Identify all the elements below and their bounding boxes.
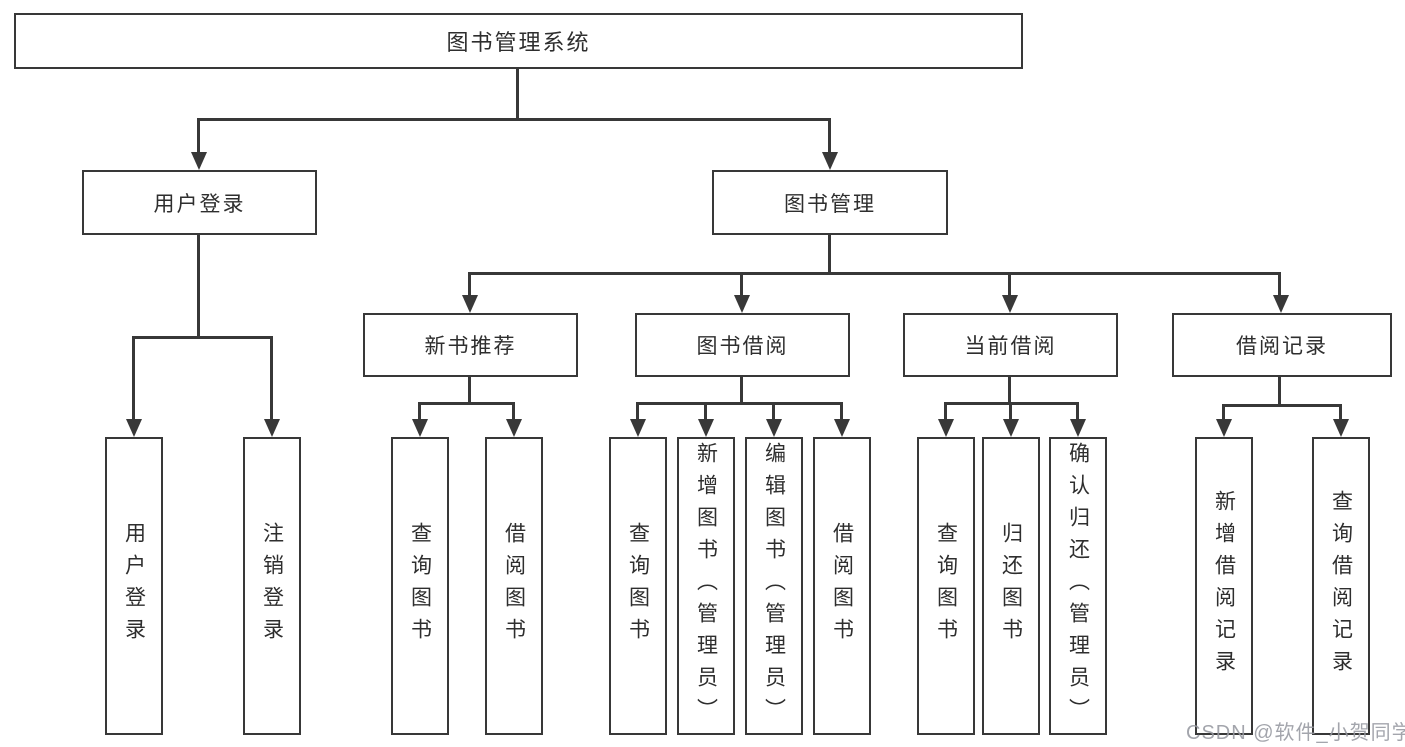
connector-drop-br-query (1339, 404, 1342, 420)
arrowhead-new-book-recommend (462, 295, 478, 313)
leaf-cb-return-books-label: 归还图书 (999, 522, 1023, 650)
leaf-bb-edit-books-admin-label: 编辑图书（管理员） (762, 442, 786, 730)
node-book-borrow-label: 图书借阅 (696, 335, 789, 358)
connector-drop-user-login (197, 118, 200, 154)
connector-drop-nbr-query (418, 402, 421, 420)
leaf-bb-query-books-label: 查询图书 (626, 522, 650, 650)
leaf-user-login-label: 用户登录 (122, 522, 146, 650)
leaf-logout-label: 注销登录 (260, 522, 284, 650)
connector-bb-stem (740, 377, 743, 405)
connector-nbr-stem (468, 377, 471, 405)
leaf-bb-add-books-admin: 新增图书（管理员） (677, 437, 735, 735)
node-current-borrow-label: 当前借阅 (964, 335, 1057, 358)
leaf-br-add-record: 新增借阅记录 (1195, 437, 1253, 735)
connector-br-bar (1222, 404, 1341, 407)
node-user-login: 用户登录 (82, 170, 317, 235)
connector-root-bar (197, 118, 831, 121)
arrowhead-user-login (191, 152, 207, 170)
connector-cb-stem (1008, 377, 1011, 405)
connector-bb-bar (636, 402, 842, 405)
node-borrow-records-label: 借阅记录 (1236, 335, 1328, 358)
leaf-bb-query-books: 查询图书 (609, 437, 667, 735)
connector-br-stem (1278, 377, 1281, 407)
arrowhead-book-management (822, 152, 838, 170)
connector-drop-book-borrow (740, 272, 743, 298)
arrowhead-cb-return (1003, 419, 1019, 437)
connector-drop-login (132, 336, 135, 420)
connector-drop-cb-query (944, 402, 947, 420)
leaf-cb-confirm-return-admin-label: 确认归还（管理员） (1066, 442, 1090, 730)
connector-nbr-bar (418, 402, 514, 405)
csdn-watermark: CSDN @软件_小贺同学 (1186, 722, 1405, 744)
arrowhead-bb-query (630, 419, 646, 437)
leaf-bb-add-books-admin-label: 新增图书（管理员） (694, 442, 718, 730)
node-user-login-label: 用户登录 (153, 192, 246, 216)
connector-book-management-stem (828, 235, 831, 275)
arrowhead-br-add (1216, 419, 1232, 437)
leaf-bb-borrow-books-label: 借阅图书 (830, 522, 854, 650)
connector-drop-bb-borrow (840, 402, 843, 420)
leaf-bb-edit-books-admin: 编辑图书（管理员） (745, 437, 803, 735)
arrowhead-nbr-borrow (506, 419, 522, 437)
arrowhead-cb-query (938, 419, 954, 437)
node-book-management-label: 图书管理 (784, 192, 876, 216)
connector-drop-borrow-records (1278, 272, 1281, 298)
leaf-bb-borrow-books: 借阅图书 (813, 437, 871, 735)
connector-book-management-bar (468, 272, 1281, 275)
leaf-user-login: 用户登录 (105, 437, 163, 735)
connector-drop-bb-add (704, 402, 707, 420)
leaf-nbr-query-books-label: 查询图书 (408, 522, 432, 650)
arrowhead-bb-borrow (834, 419, 850, 437)
leaf-cb-query-books-label: 查询图书 (934, 522, 958, 650)
leaf-br-query-record: 查询借阅记录 (1312, 437, 1370, 735)
node-root-label: 图书管理系统 (446, 30, 591, 55)
node-borrow-records: 借阅记录 (1172, 313, 1392, 377)
connector-user-login-bar (132, 336, 273, 339)
connector-drop-cb-confirm (1076, 402, 1079, 420)
connector-drop-bb-edit (772, 402, 775, 420)
connector-user-login-stem (197, 235, 200, 338)
arrowhead-logout (264, 419, 280, 437)
arrowhead-nbr-query (412, 419, 428, 437)
leaf-cb-confirm-return-admin: 确认归还（管理员） (1049, 437, 1107, 735)
connector-root-stem (516, 67, 519, 120)
leaf-logout: 注销登录 (243, 437, 301, 735)
connector-drop-current-borrow (1008, 272, 1011, 298)
node-root: 图书管理系统 (14, 13, 1023, 69)
node-new-book-recommend: 新书推荐 (363, 313, 578, 377)
arrowhead-bb-edit (766, 419, 782, 437)
connector-drop-nbr-borrow (512, 402, 515, 420)
node-current-borrow: 当前借阅 (903, 313, 1118, 377)
arrowhead-br-query (1333, 419, 1349, 437)
leaf-br-query-record-label: 查询借阅记录 (1329, 490, 1353, 682)
arrowhead-book-borrow (734, 295, 750, 313)
leaf-nbr-query-books: 查询图书 (391, 437, 449, 735)
leaf-cb-return-books: 归还图书 (982, 437, 1040, 735)
arrowhead-bb-add (698, 419, 714, 437)
connector-drop-new-book-recommend (468, 272, 471, 298)
leaf-cb-query-books: 查询图书 (917, 437, 975, 735)
connector-drop-cb-return (1009, 402, 1012, 420)
node-new-book-recommend-label: 新书推荐 (424, 335, 517, 358)
connector-drop-book-management (828, 118, 831, 154)
leaf-br-add-record-label: 新增借阅记录 (1212, 490, 1236, 682)
arrowhead-cb-confirm (1070, 419, 1086, 437)
connector-drop-bb-query (636, 402, 639, 420)
node-book-borrow: 图书借阅 (635, 313, 850, 377)
arrowhead-current-borrow (1002, 295, 1018, 313)
connector-drop-br-add (1222, 404, 1225, 420)
connector-drop-logout (270, 336, 273, 420)
leaf-nbr-borrow-books: 借阅图书 (485, 437, 543, 735)
node-book-management: 图书管理 (712, 170, 948, 235)
arrowhead-login (126, 419, 142, 437)
arrowhead-borrow-records (1273, 295, 1289, 313)
leaf-nbr-borrow-books-label: 借阅图书 (502, 522, 526, 650)
